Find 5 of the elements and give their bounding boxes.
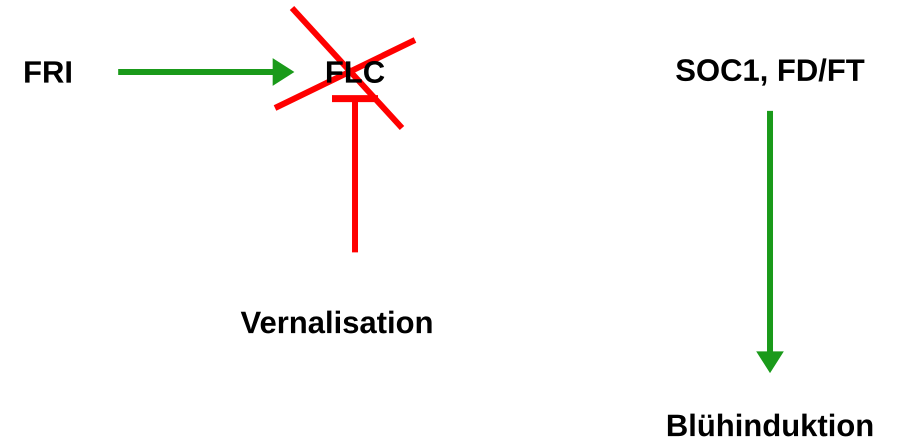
gene-label: SOC1, FD/FT [676,58,864,86]
arrow [332,95,378,252]
gene-label: Blühinduktion [668,414,872,436]
gene-label: FRI [25,61,71,83]
gene-label: Vernalisation [240,310,432,334]
